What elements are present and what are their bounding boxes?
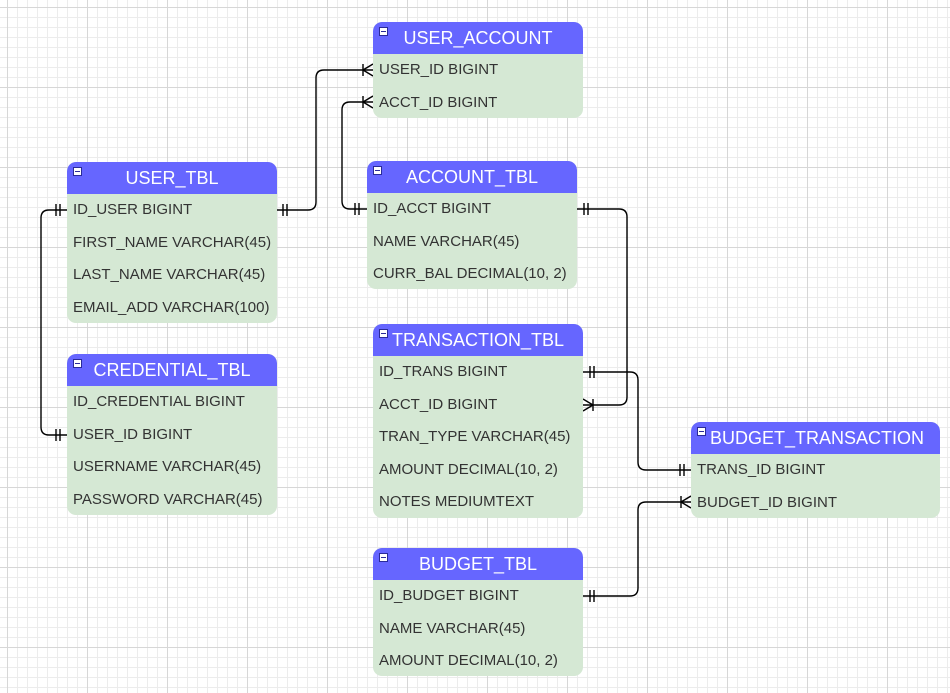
connector-transaction-to-budget-transaction[interactable] (583, 371, 691, 471)
field-row[interactable]: NAME VARCHAR(45) (379, 619, 526, 637)
entity-title: BUDGET_TRANSACTION (710, 428, 925, 448)
entity-title: TRANSACTION_TBL (391, 330, 565, 350)
entity-header-transaction-tbl[interactable]: TRANSACTION_TBL (373, 324, 583, 356)
one-marker-user-tbl-id-user-right (282, 204, 288, 216)
connector-budget-to-budget-transaction[interactable] (583, 501, 691, 597)
collapse-icon[interactable] (373, 166, 382, 175)
field-row[interactable]: LAST_NAME VARCHAR(45) (73, 266, 266, 283)
entity-budget-transaction[interactable]: BUDGET_TRANSACTION TRANS_ID BIGINT BUDGE… (691, 422, 940, 518)
collapse-icon[interactable] (379, 553, 388, 562)
collapse-icon[interactable] (379, 27, 388, 36)
one-marker-budget-id-budget (589, 590, 595, 602)
one-marker-budget-transaction-trans-id (679, 464, 685, 476)
entity-user-tbl[interactable]: USER_TBL ID_USER BIGINT FIRST_NAME VARCH… (67, 162, 277, 323)
entity-budget-tbl[interactable]: BUDGET_TBL ID_BUDGET BIGINT NAME VARCHAR… (373, 548, 583, 676)
entity-title: USER_TBL (125, 168, 219, 188)
many-marker-transaction-acct-id (582, 398, 594, 412)
field-row[interactable]: ID_USER BIGINT (73, 201, 193, 218)
one-marker-credential-user-id (55, 429, 61, 441)
collapse-icon[interactable] (73, 359, 82, 368)
entity-title: ACCOUNT_TBL (405, 167, 539, 187)
entity-header-budget-tbl[interactable]: BUDGET_TBL (373, 548, 583, 580)
many-marker-budget-transaction-budget-id (680, 495, 692, 509)
field-row[interactable]: ID_CREDENTIAL BIGINT (73, 393, 245, 410)
entity-header-credential-tbl[interactable]: CREDENTIAL_TBL (67, 354, 277, 386)
entity-title: USER_ACCOUNT (403, 28, 553, 48)
field-row[interactable]: USERNAME VARCHAR(45) (73, 458, 262, 475)
one-marker-account-id-acct-right (583, 203, 589, 215)
connector-account-to-transaction[interactable] (577, 208, 628, 406)
collapse-icon[interactable] (379, 329, 388, 338)
field-row[interactable]: USER_ID BIGINT (379, 61, 499, 78)
many-marker-user-account-user-id (362, 63, 374, 77)
entity-transaction-tbl[interactable]: TRANSACTION_TBL ID_TRANS BIGINT ACCT_ID … (373, 324, 583, 518)
field-row[interactable]: AMOUNT DECIMAL(10, 2) (379, 460, 558, 478)
field-row[interactable]: ACCT_ID BIGINT (379, 93, 498, 111)
field-row[interactable]: TRANS_ID BIGINT (697, 461, 826, 478)
field-row[interactable]: ID_ACCT BIGINT (373, 200, 492, 217)
entity-header-budget-transaction[interactable]: BUDGET_TRANSACTION (691, 422, 940, 454)
connector-user-to-credential[interactable] (40, 209, 67, 436)
entity-account-tbl[interactable]: ACCOUNT_TBL ID_ACCT BIGINT NAME VARCHAR(… (367, 161, 577, 289)
one-marker-account-id-acct-left (354, 203, 360, 215)
collapse-icon[interactable] (697, 427, 706, 436)
many-marker-user-account-acct-id (362, 95, 374, 109)
entity-title: CREDENTIAL_TBL (93, 360, 251, 380)
collapse-icon[interactable] (73, 167, 82, 176)
field-row[interactable]: BUDGET_ID BIGINT (697, 493, 838, 511)
field-row[interactable]: ID_TRANS BIGINT (379, 363, 508, 380)
entity-user-account[interactable]: USER_ACCOUNT USER_ID BIGINT ACCT_ID BIGI… (373, 22, 583, 118)
field-row[interactable]: NOTES MEDIUMTEXT (379, 493, 535, 510)
entity-header-user-account[interactable]: USER_ACCOUNT (373, 22, 583, 54)
field-row[interactable]: ACCT_ID BIGINT (379, 395, 498, 413)
entity-title: BUDGET_TBL (418, 554, 538, 574)
field-row[interactable]: NAME VARCHAR(45) (373, 232, 520, 250)
field-row[interactable]: ID_BUDGET BIGINT (379, 587, 519, 604)
field-row[interactable]: EMAIL_ADD VARCHAR(100) (73, 298, 270, 316)
field-row[interactable]: PASSWORD VARCHAR(45) (73, 490, 263, 508)
connector-user-to-user-account[interactable] (277, 69, 373, 211)
entity-header-account-tbl[interactable]: ACCOUNT_TBL (367, 161, 577, 193)
field-row[interactable]: USER_ID BIGINT (73, 425, 193, 443)
field-row[interactable]: CURR_BAL DECIMAL(10, 2) (373, 265, 567, 282)
one-marker-user-tbl-id-user-left (55, 204, 61, 216)
one-marker-transaction-id-trans (589, 366, 595, 378)
field-row[interactable]: AMOUNT DECIMAL(10, 2) (379, 652, 558, 669)
entity-header-user-tbl[interactable]: USER_TBL (67, 162, 277, 194)
field-row[interactable]: TRAN_TYPE VARCHAR(45) (379, 428, 571, 445)
field-row[interactable]: FIRST_NAME VARCHAR(45) (73, 233, 272, 251)
entity-credential-tbl[interactable]: CREDENTIAL_TBL ID_CREDENTIAL BIGINT USER… (67, 354, 277, 515)
